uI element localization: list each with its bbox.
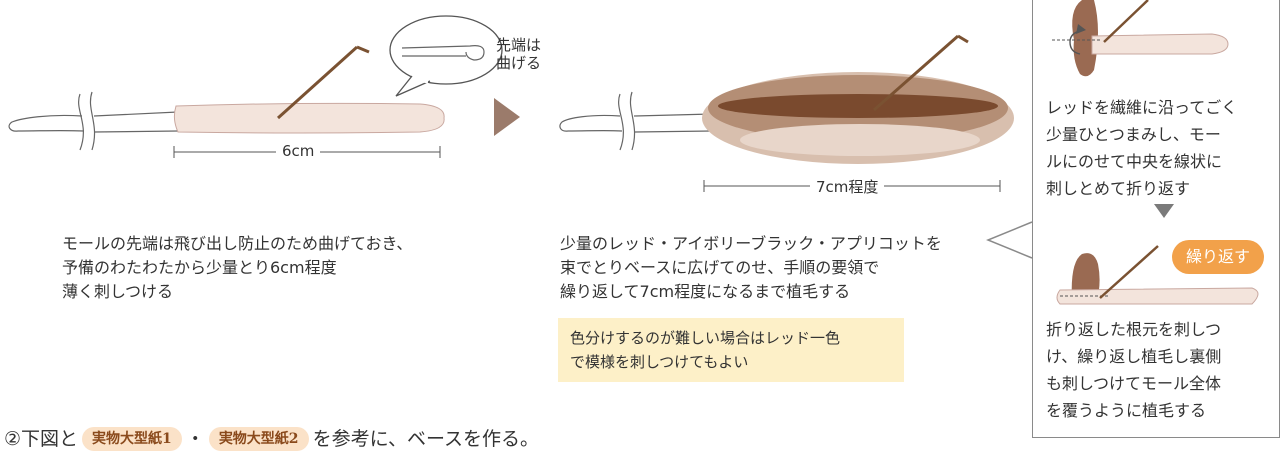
step-heading-separator: ・ [185,428,205,450]
speech-bubble [389,15,503,97]
panel-text-line: 少量ひとつまみし、モー [1046,125,1221,144]
caption-line: 予備のわたわたから少量とり6cm程度 [62,258,337,277]
needle-right [873,34,969,112]
repeat-badge: 繰り返す [1172,240,1264,274]
panel-text-line: レッドを繊維に沿ってごく [1046,98,1238,117]
panel-text-lower: 折り返した根元を刺しつ け、繰り返し植毛し裏側 も刺しつけてモール全体 を覆うよ… [1046,316,1221,424]
callout-pointer [986,221,1033,259]
step-heading-prefix: ②下図と [4,428,79,450]
panel-text-upper: レッドを繊維に沿ってごく 少量ひとつまみし、モー ルにのせて中央を線状に 刺しと… [1046,94,1237,202]
tip-note-line: 色分けするのが難しい場合はレッド一色 [570,329,841,347]
step-heading-suffix: を参考に、ベースを作る。 [312,428,540,450]
dimension-6cm-label: 6cm [276,142,321,160]
instruction-panel [1032,0,1280,438]
bubble-label-line: 先端は [496,36,542,54]
panel-text-line: 折り返した根元を刺しつ [1046,320,1222,339]
panel-illustrations [1052,0,1259,305]
pipe-cleaner-right [559,91,713,151]
pipe-cleaner-left [8,91,179,151]
pattern-tag-1: 実物大型紙1 [82,427,182,451]
caption-line: 少量のレッド・アイボリーブラック・アプリコットを [560,234,942,253]
panel-text-line: 刺しとめて折り返す [1046,179,1191,198]
caption-line: 束でとりベースに広げてのせ、手順の要領で [560,258,880,277]
caption-left: モールの先端は飛び出し防止のため曲げておき、 予備のわたわたから少量とり6cm程… [62,232,412,304]
panel-illustration-top [1052,0,1229,77]
thick-wool-7cm [702,72,1014,164]
thin-wool-6cm [173,102,445,134]
bubble-label-line: 曲げる [496,54,542,72]
panel-text-line: ルにのせて中央を線状に [1046,152,1223,171]
caption-line: モールの先端は飛び出し防止のため曲げておき、 [62,234,413,253]
panel-illustration-bottom [1056,245,1259,305]
panel-text-line: け、繰り返し植毛し裏側 [1046,347,1222,366]
panel-down-arrow-icon [1154,204,1174,218]
pattern-tag-2: 実物大型紙2 [208,427,309,451]
needle-left [276,45,370,120]
caption-line: 薄く刺しつける [62,282,174,301]
tip-note-line: で模様を刺しつけてもよい [570,353,749,371]
step-arrow-icon [494,98,520,136]
caption-line: 繰り返して7cm程度になるまで植毛する [560,282,851,301]
tip-note: 色分けするのが難しい場合はレッド一色 で模様を刺しつけてもよい [558,318,904,382]
dimension-7cm-label: 7cm程度 [810,176,885,197]
caption-right: 少量のレッド・アイボリーブラック・アプリコットを 束でとりベースに広げてのせ、手… [560,232,942,304]
panel-text-line: も刺しつけてモール全体 [1046,374,1222,393]
panel-text-line: を覆うように植毛する [1046,401,1207,420]
bubble-label: 先端は 曲げる [496,36,541,72]
